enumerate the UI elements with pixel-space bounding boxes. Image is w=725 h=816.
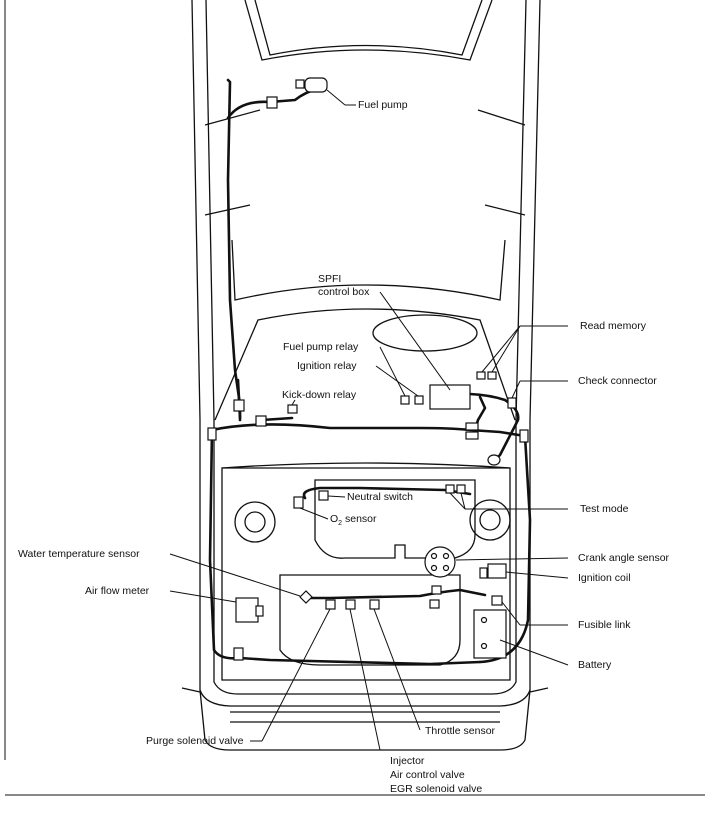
label-water-temperature-sensor: Water temperature sensor <box>18 548 140 560</box>
label-crank-angle-sensor: Crank angle sensor <box>578 552 670 564</box>
label-spfi-line1: SPFI <box>318 273 342 285</box>
label-test-mode: Test mode <box>580 503 629 515</box>
label-throttle-sensor: Throttle sensor <box>425 725 496 737</box>
label-fuel-pump: Fuel pump <box>358 99 408 111</box>
air-flow-meter-part <box>235 597 259 623</box>
label-spfi-line2: control box <box>318 286 370 298</box>
fuel-pump-part <box>304 77 328 93</box>
label-kick-down-relay: Kick-down relay <box>282 389 357 401</box>
label-read-memory: Read memory <box>580 320 646 332</box>
battery-part <box>473 609 507 659</box>
crank-angle-sensor-part <box>424 546 456 578</box>
leader-lines <box>169 89 569 751</box>
label-purge-solenoid-valve: Purge solenoid valve <box>146 735 244 747</box>
label-neutral-switch: Neutral switch <box>347 491 413 503</box>
spfi-control-box-part <box>429 384 471 410</box>
water-temp-sensor-part <box>299 590 313 604</box>
o2-prefix: O <box>330 513 339 525</box>
ignition-coil-part <box>487 563 507 579</box>
label-o2-sensor: O2 sensor <box>330 513 377 530</box>
components <box>207 77 529 661</box>
fusible-link-part <box>491 595 503 606</box>
label-ignition-relay: Ignition relay <box>297 360 357 372</box>
label-check-connector: Check connector <box>578 375 657 387</box>
label-fuel-pump-relay: Fuel pump relay <box>283 341 359 353</box>
label-air-flow-meter: Air flow meter <box>85 585 150 597</box>
label-air-control-valve: Air control valve <box>390 769 465 781</box>
label-battery: Battery <box>578 659 612 671</box>
label-injector: Injector <box>390 755 425 767</box>
car-body <box>181 0 549 751</box>
o2-suffix: sensor <box>342 513 377 525</box>
label-ignition-coil: Ignition coil <box>578 572 631 584</box>
label-egr-solenoid-valve: EGR solenoid valve <box>390 783 483 795</box>
label-fusible-link: Fusible link <box>578 619 631 631</box>
o2-subscript: 2 <box>338 520 343 528</box>
